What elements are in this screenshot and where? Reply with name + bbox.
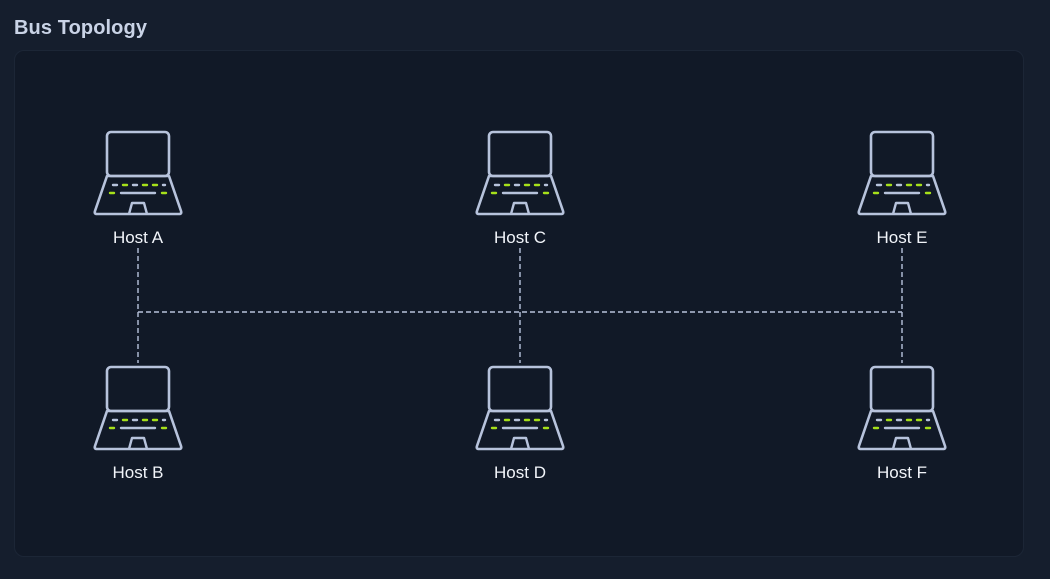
host-label: Host A — [113, 228, 164, 247]
laptop-icon — [475, 130, 565, 216]
host-c-node: Host C — [475, 130, 565, 247]
host-a-node: Host A — [93, 130, 183, 247]
laptop-icon — [93, 365, 183, 451]
laptop-icon — [857, 365, 947, 451]
host-label: Host D — [494, 463, 546, 482]
host-label: Host C — [494, 228, 546, 247]
host-f-node: Host F — [857, 365, 947, 482]
laptop-icon — [857, 130, 947, 216]
host-e-node: Host E — [857, 130, 947, 247]
laptop-icon — [475, 365, 565, 451]
laptop-icon — [93, 130, 183, 216]
diagram-panel — [14, 50, 1024, 557]
host-label: Host F — [877, 463, 927, 482]
bus-connections — [137, 248, 903, 363]
host-label: Host B — [112, 463, 163, 482]
page-title: Bus Topology — [14, 17, 148, 39]
host-d-node: Host D — [475, 365, 565, 482]
host-label: Host E — [876, 228, 927, 247]
host-b-node: Host B — [93, 365, 183, 482]
